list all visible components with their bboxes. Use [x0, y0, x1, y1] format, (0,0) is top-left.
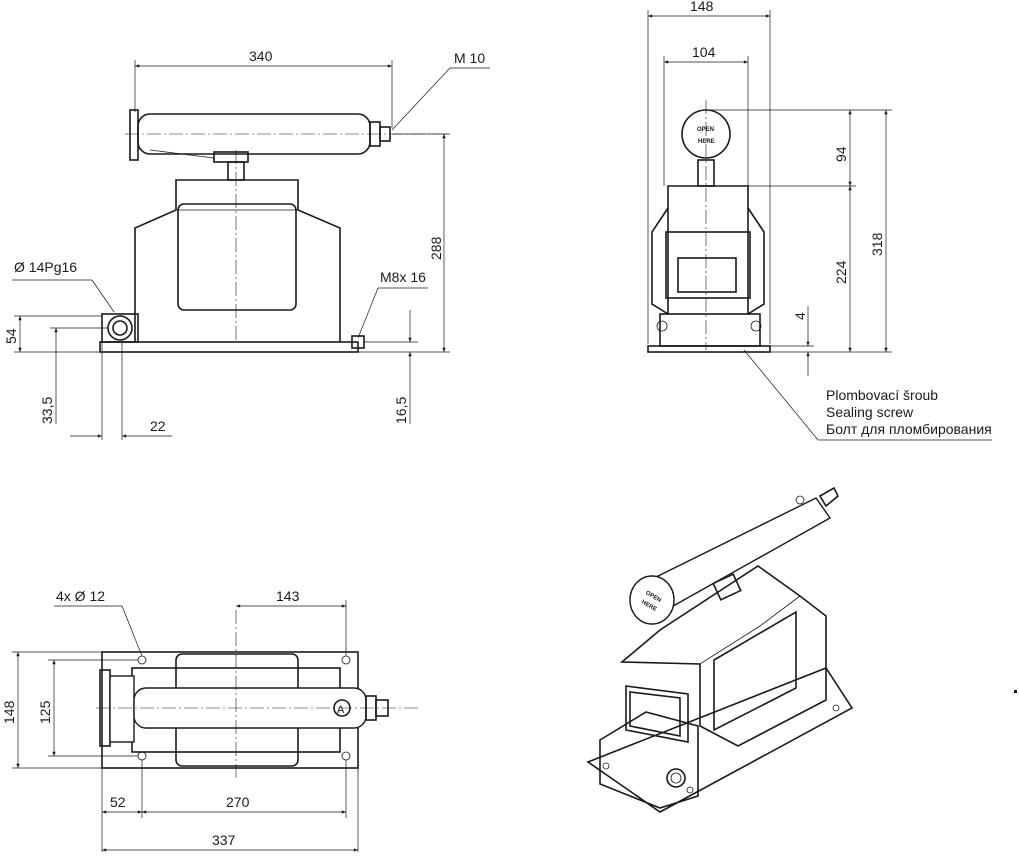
iso-base-plate — [586, 667, 854, 813]
dim-top-52: 52 — [110, 794, 126, 810]
iso-cylinder — [649, 497, 832, 611]
side-base-plate — [647, 345, 771, 353]
mount-hole-br — [341, 751, 351, 761]
side-window-frame — [665, 231, 751, 299]
side-terminal-box — [659, 313, 761, 347]
side-cap-label-2: HERE — [698, 139, 715, 145]
dim-33-5: 33,5 — [39, 397, 55, 424]
dim-side-318: 318 — [869, 232, 885, 256]
front-bolt — [379, 126, 391, 142]
front-view: 340 M 10 288 Ø 14Pg16 M8x 16 54 33,5 22 — [3, 48, 490, 440]
dim-side-104: 104 — [692, 44, 716, 60]
dim-top-143: 143 — [276, 588, 300, 604]
iso-view: OPEN HERE — [586, 486, 854, 813]
note-ru: Болт для пломбирования — [826, 421, 992, 437]
dim-288: 288 — [428, 236, 444, 260]
note-cz: Plombovací šroub — [826, 387, 938, 403]
top-view: A 4x Ø 12 143 148 125 52 270 337 — [1, 588, 420, 852]
mount-hole-bl — [137, 751, 147, 761]
side-body — [667, 185, 749, 314]
edge-mark — [1014, 690, 1017, 693]
front-flange — [129, 109, 139, 161]
side-cap-label-1: OPEN — [697, 127, 714, 133]
top-cap — [109, 675, 135, 743]
dim-side-224: 224 — [833, 260, 849, 284]
dim-top-148: 148 — [1, 700, 17, 724]
dim-22: 22 — [150, 418, 166, 434]
iso-front-window — [625, 685, 689, 743]
dim-hole: Ø 14Pg16 — [14, 259, 77, 275]
iso-bracket — [712, 573, 742, 601]
iso-window — [713, 610, 797, 732]
front-window — [177, 203, 297, 311]
dim-side-94: 94 — [833, 146, 849, 162]
note-en: Sealing screw — [826, 404, 914, 420]
dim-terminal: M8x 16 — [380, 269, 426, 285]
dim-holes: 4x Ø 12 — [56, 588, 105, 604]
dim-16-5: 16,5 — [393, 397, 409, 424]
dim-top-337: 337 — [212, 832, 236, 848]
iso-gland — [666, 768, 686, 788]
iso-cap — [629, 575, 675, 625]
mount-hole-tl — [137, 655, 147, 665]
side-window — [677, 257, 737, 293]
front-gland — [107, 315, 133, 341]
dim-m10: M 10 — [454, 50, 485, 66]
front-base-plate — [99, 341, 359, 353]
dim-top-125: 125 — [37, 700, 53, 724]
dim-340: 340 — [249, 48, 273, 64]
top-marker: A — [337, 704, 345, 716]
dim-top-270: 270 — [226, 794, 250, 810]
dim-side-4: 4 — [792, 312, 808, 320]
side-view: OPEN HERE 148 104 94 224 318 4 Plombovac… — [647, 0, 992, 441]
mount-hole-tr — [341, 655, 351, 665]
dim-54: 54 — [3, 328, 19, 344]
iso-terminal-box — [599, 711, 699, 809]
dim-side-148: 148 — [690, 0, 714, 14]
